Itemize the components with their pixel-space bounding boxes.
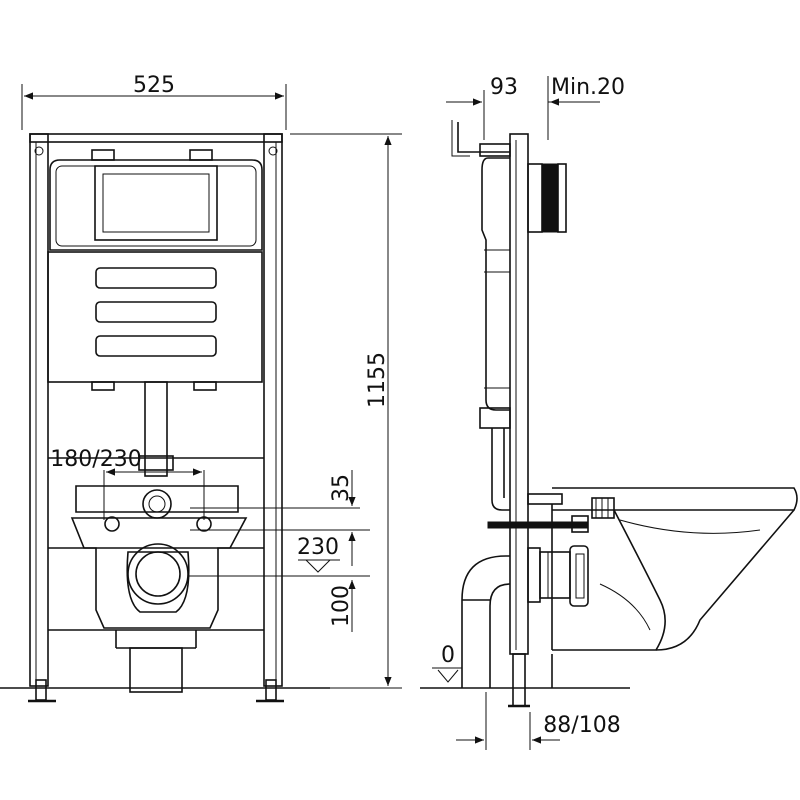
- drain-outlet-inner: [135, 551, 181, 597]
- flush-pipe-offset-label: 35: [329, 474, 354, 502]
- front-view: [0, 133, 330, 703]
- left-foot: [35, 679, 47, 701]
- cistern-body: [47, 251, 263, 383]
- drain-bend: [126, 551, 190, 613]
- top-bracket: [457, 122, 510, 153]
- flush-pipe-spacing-label: 180/230: [50, 447, 141, 472]
- cistern-upper: [49, 159, 263, 251]
- floor-level-label: 0: [441, 643, 455, 668]
- frame-bolt-right: [268, 146, 278, 156]
- drain-connector: [539, 551, 571, 599]
- drain-level-marker: [305, 559, 331, 573]
- frame-top-rail: [29, 133, 283, 143]
- flush-pipe: [144, 381, 168, 477]
- drain-offset-label: 100: [329, 585, 354, 627]
- fixing-hole-left: [104, 516, 120, 532]
- frame-right-post: [263, 133, 283, 687]
- connector-bar: [75, 485, 239, 513]
- drain-height-label: 230: [297, 535, 339, 560]
- drain-bend-side: [461, 555, 510, 688]
- toilet-rim: [552, 487, 798, 511]
- drain-pipe: [129, 647, 183, 693]
- cistern-slot-2: [95, 301, 217, 323]
- foot-depth-label: 88/108: [543, 713, 620, 738]
- frame-depth-label: 93: [490, 75, 518, 100]
- flush-actuator: [541, 163, 559, 233]
- cistern-slot-1: [95, 267, 217, 289]
- flush-plate-opening: [94, 165, 218, 241]
- side-view: 0: [420, 120, 798, 708]
- right-foot: [265, 679, 277, 701]
- cistern-side: [481, 157, 510, 411]
- mounting-rod: [487, 521, 589, 529]
- front-dimensions: 525 1155 180/230 35 230 100: [21, 73, 402, 689]
- frame-width-label: 525: [133, 73, 175, 98]
- mounting-bracket: [70, 517, 248, 629]
- inlet-connector: [591, 497, 615, 519]
- frame-post-side: [509, 133, 529, 655]
- frame-left-post: [29, 133, 49, 687]
- side-dimensions: 93 Min.20 88/108: [446, 75, 625, 750]
- frame-height-label: 1155: [365, 352, 390, 408]
- min-gap-label: Min.20: [551, 75, 625, 100]
- drain-outlet-outer: [127, 543, 189, 605]
- frame-bolt-left: [34, 146, 44, 156]
- flush-outlet: [142, 489, 172, 519]
- toilet-bowl: [552, 509, 666, 651]
- cistern-slot-3: [95, 335, 217, 357]
